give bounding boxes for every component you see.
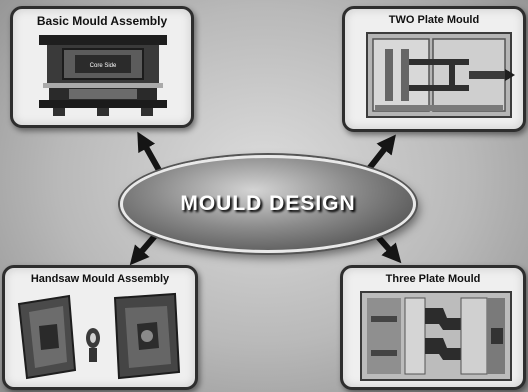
three-plate-mould-title: Three Plate Mould	[385, 273, 481, 285]
two-plate-mould-illustration	[366, 32, 515, 118]
three-plate-mould-card: Three Plate Mould	[340, 265, 526, 390]
arrow-to-two-plate	[365, 134, 396, 172]
arrow-to-basic-mould	[137, 131, 163, 174]
three-plate-mould-illustration	[360, 291, 512, 381]
two-plate-mould-title: TWO Plate Mould	[388, 14, 480, 26]
mould-design-ellipse	[120, 155, 416, 253]
basic-mould-illustration: Core Side	[39, 35, 167, 116]
handsaw-mould-assembly-card: Handsaw Mould Assembly	[2, 265, 198, 390]
basic-mould-assembly-title: Basic Mould Assembly	[36, 14, 168, 28]
handsaw-mould-illustration	[17, 292, 181, 380]
handsaw-mould-assembly-title: Handsaw Mould Assembly	[30, 273, 170, 285]
two-plate-mould-card: TWO Plate Mould	[342, 6, 526, 132]
basic-mould-assembly-card: Basic Mould Assembly Core Side	[10, 6, 194, 128]
mould-design-label: MOULD DESIGN	[180, 192, 356, 215]
core-side-label: Core Side	[90, 63, 117, 69]
